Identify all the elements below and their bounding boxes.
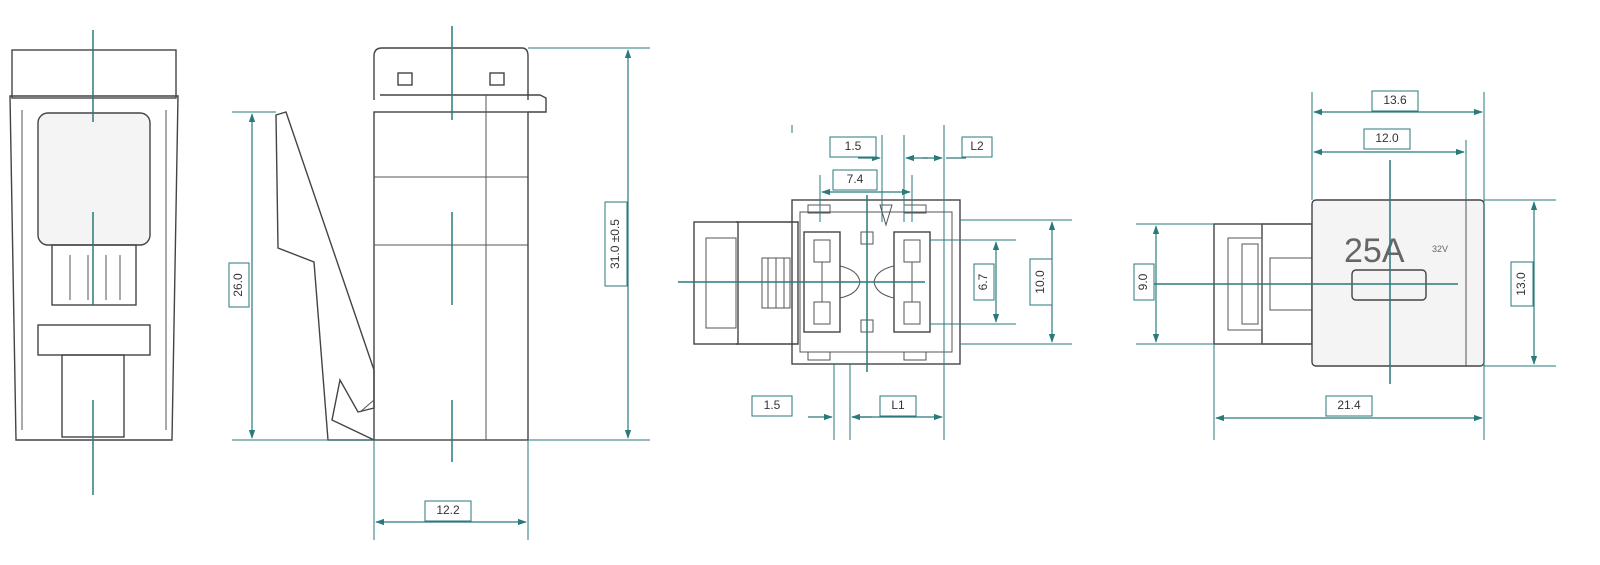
fuse-rating-text: 25A	[1344, 232, 1405, 270]
dim-l1-box	[879, 395, 917, 417]
bottom-view-top-tab-left	[807, 204, 831, 214]
dim-31-box	[604, 201, 628, 287]
dim-9-0-label: 9.0	[1136, 273, 1150, 290]
front-view-body	[9, 95, 179, 441]
dim-1-5-bottom-box	[751, 395, 793, 417]
side-view-ledge	[380, 94, 547, 113]
dim-13-0-label: 13.0	[1514, 272, 1528, 296]
bottom-view-bottom-tab-right	[903, 351, 927, 361]
dim-10-label: 10.0	[1033, 270, 1047, 294]
side-view-latch-detail	[359, 399, 375, 413]
dim-10-box	[1029, 258, 1053, 306]
dim-21-4-box	[1325, 395, 1373, 417]
top-view-body	[1311, 199, 1485, 367]
bottom-view-bottom-tab-left	[807, 351, 831, 361]
front-view-inner-edges	[21, 110, 167, 430]
front-view-band	[37, 324, 151, 356]
side-view-top-notch-left	[397, 72, 413, 86]
front-view-top-cap	[11, 49, 177, 99]
dim-12-2-label: 12.2	[436, 503, 460, 517]
dim-7-4-box	[832, 169, 878, 191]
front-view-terminal-block	[51, 244, 137, 306]
bottom-view-tab-inner	[705, 237, 737, 329]
dim-31-label: 31.0 ±0.5	[608, 219, 622, 269]
dim-13-0-box	[1510, 261, 1534, 307]
fuse-voltage-text: 32V	[1432, 244, 1448, 254]
bottom-view-neck-slots	[767, 258, 785, 308]
dim-12-2-box	[424, 500, 472, 522]
dim-l2-box	[961, 136, 993, 158]
dim-6-7-box	[973, 263, 995, 301]
front-view	[9, 30, 179, 495]
front-view-terminal-slots	[69, 255, 121, 300]
side-view-body	[373, 111, 529, 441]
dim-21-4-label: 21.4	[1337, 398, 1361, 412]
dim-l2-label: L2	[970, 139, 984, 153]
dim-13-6-label: 13.6	[1383, 93, 1407, 107]
dim-12-0-label: 12.0	[1375, 131, 1399, 145]
side-view-latch-clip	[275, 111, 375, 441]
front-view-window	[37, 112, 151, 246]
dim-1-5-bottom-label: 1.5	[764, 398, 781, 412]
dim-1-5-top-box	[829, 136, 877, 158]
bottom-view-tab-outer	[693, 221, 739, 345]
dim-12-0-box	[1363, 128, 1411, 150]
bottom-view-neck	[736, 221, 799, 345]
dim-26-label: 26.0	[231, 273, 245, 297]
dim-9-0-box	[1133, 263, 1155, 301]
dim-26-box	[228, 262, 250, 308]
dim-l1-label: L1	[891, 398, 905, 412]
dim-1-5-top-label: 1.5	[845, 139, 862, 153]
top-view-rating-window	[1351, 269, 1427, 301]
top-view: 25A 32V 13.6 12.0 9.0 13.0 21.4	[1133, 90, 1556, 440]
dim-13-6-box	[1371, 90, 1419, 112]
side-view: 26.0 31.0 ±0.5 12.2	[228, 26, 650, 540]
dim-6-7-label: 6.7	[976, 273, 990, 290]
side-view-top-cap	[373, 47, 529, 100]
bottom-view: 1.5 L2 7.4 6.7 10.0 1.5 L1	[678, 125, 1072, 440]
dim-7-4-label: 7.4	[847, 172, 864, 186]
bottom-view-top-keyway	[879, 204, 893, 227]
side-view-top-notch-right	[489, 72, 505, 86]
